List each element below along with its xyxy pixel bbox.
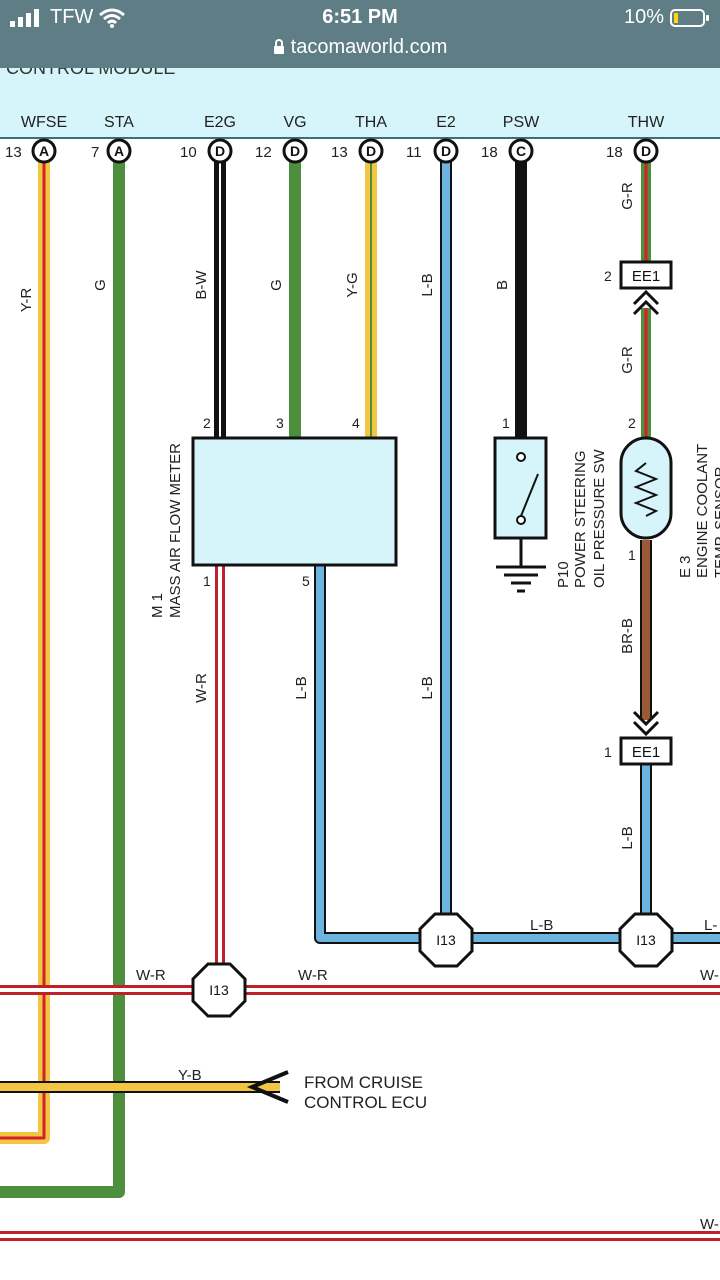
ect-line1: ENGINE COOLANT xyxy=(694,444,711,578)
terminal-pin: 13 xyxy=(5,144,22,161)
terminal-pin: 10 xyxy=(180,144,197,161)
junction-label: I13 xyxy=(436,932,456,948)
maf-pin: 4 xyxy=(352,415,360,431)
ee1-bottom-box xyxy=(619,736,673,766)
battery-icon xyxy=(670,8,709,27)
wire-label: L-B xyxy=(619,826,636,849)
wifi-icon xyxy=(99,8,126,28)
terminal-name: E2G xyxy=(204,114,236,131)
carrier-name: TFW xyxy=(50,6,94,28)
ect-sensor xyxy=(619,436,673,540)
ee1-bottom-pin: 1 xyxy=(604,744,612,760)
junction-i13 xyxy=(191,962,247,1018)
wire-label: W-R xyxy=(193,673,210,703)
cruise-label-line2: CONTROL ECU xyxy=(304,1093,427,1112)
connector-letter: D xyxy=(215,143,225,159)
psw-id: P10 xyxy=(555,561,572,588)
bus-label: L-B xyxy=(530,917,553,934)
address-bar[interactable]: tacomaworld.com xyxy=(0,36,720,59)
maf-pin: 1 xyxy=(203,573,211,589)
connector-letter: A xyxy=(114,143,124,159)
ee1-top-pin: 2 xyxy=(604,268,612,284)
wiring-diagram: CONTROL MODULE WFSE STA E2G VG THA E2 PS… xyxy=(0,68,720,1241)
terminal-name: STA xyxy=(104,114,134,131)
terminal-pin: 11 xyxy=(406,144,422,161)
url-text: tacomaworld.com xyxy=(290,36,448,58)
ecm-header-partial: CONTROL MODULE xyxy=(6,68,175,78)
ect-pin-bottom: 1 xyxy=(628,547,636,563)
maf-pin: 3 xyxy=(276,415,284,431)
terminal-name: E2 xyxy=(436,114,456,131)
cruise-label-line1: FROM CRUISE xyxy=(304,1073,423,1092)
terminal-name: PSW xyxy=(503,114,540,131)
junction-label: I13 xyxy=(636,932,656,948)
maf-name: MASS AIR FLOW METER xyxy=(167,443,184,618)
wire-label: L-B xyxy=(419,676,436,699)
terminal-pin: 12 xyxy=(255,144,272,161)
junction-label: I13 xyxy=(209,982,229,998)
terminal-pin: 7 xyxy=(91,144,99,161)
bus-label: L- xyxy=(704,917,717,934)
terminal-name: WFSE xyxy=(21,114,67,131)
psw-line1: POWER STEERING xyxy=(572,450,589,588)
terminal-pin: 13 xyxy=(331,144,348,161)
maf-id: M 1 xyxy=(149,593,166,618)
ee1-top-box xyxy=(619,260,673,290)
wire-label: B-W xyxy=(193,270,210,300)
connector-letter: D xyxy=(641,143,651,159)
ee1-bottom-label: EE1 xyxy=(632,744,660,761)
wire-label: L-B xyxy=(419,273,436,296)
terminal-name: THA xyxy=(355,114,387,131)
lock-icon xyxy=(273,39,284,54)
terminal-pin: 18 xyxy=(481,144,498,161)
connector-letter: D xyxy=(366,143,376,159)
signal-icon xyxy=(10,8,39,27)
connector-letter: C xyxy=(516,143,526,159)
wire-label: G-R xyxy=(619,346,636,374)
bus-label: Y-B xyxy=(178,1067,202,1084)
ee1-top-label: EE1 xyxy=(632,268,660,285)
bus-label: W-R xyxy=(298,967,328,984)
ect-line2: TEMP. SENSOR xyxy=(712,466,720,578)
wire-label: BR-B xyxy=(619,618,636,654)
connector-letter: A xyxy=(39,143,49,159)
maf-box xyxy=(191,436,398,567)
clock: 6:51 PM xyxy=(322,6,398,28)
status-bar: TFW 6:51 PM 10% tacomaworld.com xyxy=(0,0,720,68)
carrier: TFW xyxy=(10,6,126,29)
wire-label: Y-G xyxy=(344,272,361,297)
battery: 10% xyxy=(624,6,710,29)
wire-label: Y-R xyxy=(18,288,35,313)
wire-label: G xyxy=(92,279,109,291)
connector-letter: D xyxy=(441,143,451,159)
bus-label: W- xyxy=(700,1216,719,1233)
psw-pin: 1 xyxy=(502,415,510,431)
terminal-pin: 18 xyxy=(606,144,623,161)
battery-percent: 10% xyxy=(623,6,664,28)
terminal-name: THW xyxy=(628,114,665,131)
bus-label: W- xyxy=(700,967,719,984)
bus-label: W-R xyxy=(136,967,166,984)
psw-line2: OIL PRESSURE SW xyxy=(591,449,608,588)
connector-letter: D xyxy=(290,143,300,159)
junction-i13 xyxy=(418,912,474,968)
wire-label: G xyxy=(268,279,285,291)
ect-pin-top: 2 xyxy=(628,415,636,431)
wire-label: B xyxy=(494,280,511,290)
maf-pin: 5 xyxy=(302,573,310,589)
wire-label: G-R xyxy=(619,182,636,210)
ecm-header-band xyxy=(0,68,720,138)
maf-pin: 2 xyxy=(203,415,211,431)
junction-i13 xyxy=(618,912,674,968)
ect-id: E 3 xyxy=(677,555,694,578)
wire-label: L-B xyxy=(293,676,310,699)
terminal-name: VG xyxy=(283,114,306,131)
